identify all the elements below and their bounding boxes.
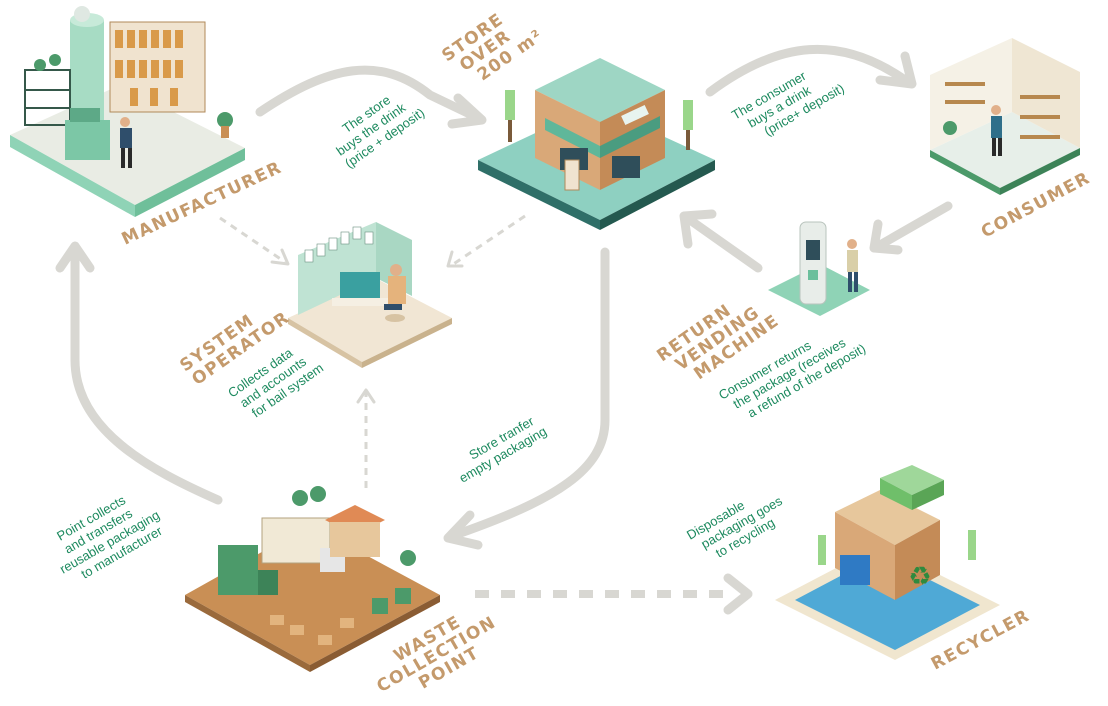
- arrowhead-recycler-in: [723, 573, 753, 615]
- store-title: STORE OVER 200 m²: [438, 9, 547, 85]
- waste-collection-point-illustration: [185, 486, 440, 672]
- label-waste-to-manufacturer: Point collects and transfers reusable pa…: [54, 492, 165, 582]
- arrow-consumer-to-rvm: [875, 201, 953, 250]
- data-head-operator-right: [446, 250, 464, 268]
- data-line-store-operator: [451, 214, 526, 267]
- label-store-to-waste: Store tranfer empty packaging: [457, 413, 550, 485]
- label-waste-to-recycler: Disposable packaging goes to recycling: [684, 493, 785, 561]
- recycler-illustration: ♻: [775, 465, 1000, 660]
- arrow-manufacturer-to-store: [255, 65, 483, 123]
- arrowhead-store-in: [447, 93, 487, 129]
- manufacturer-illustration: [10, 6, 245, 217]
- data-head-operator-bottom: [356, 388, 376, 404]
- svg-text:♻: ♻: [908, 562, 931, 592]
- arrowhead-waste-in: [443, 510, 483, 550]
- arrow-rvm-to-store: [685, 215, 763, 273]
- arrow-store-to-waste: [450, 247, 610, 540]
- consumer-illustration: [930, 38, 1080, 195]
- arrowhead-store-from-rvm: [679, 209, 717, 249]
- arrowhead-consumer-in: [875, 51, 917, 89]
- data-line-manufacturer-operator: [219, 216, 286, 264]
- data-head-operator-left: [270, 248, 290, 266]
- arrowhead-rvm-in: [869, 219, 903, 255]
- store-illustration: [478, 58, 715, 230]
- system-operator-illustration: [288, 222, 452, 368]
- arrow-store-to-consumer: [705, 44, 910, 97]
- arrowhead-manufacturer-in: [55, 241, 95, 273]
- arrow-waste-to-manufacturer: [70, 245, 223, 505]
- return-vending-machine-illustration: [768, 221, 870, 316]
- flow-arrows: [55, 44, 953, 615]
- label-manufacturer-to-store: The store buys the drink (price + deposi…: [333, 92, 427, 171]
